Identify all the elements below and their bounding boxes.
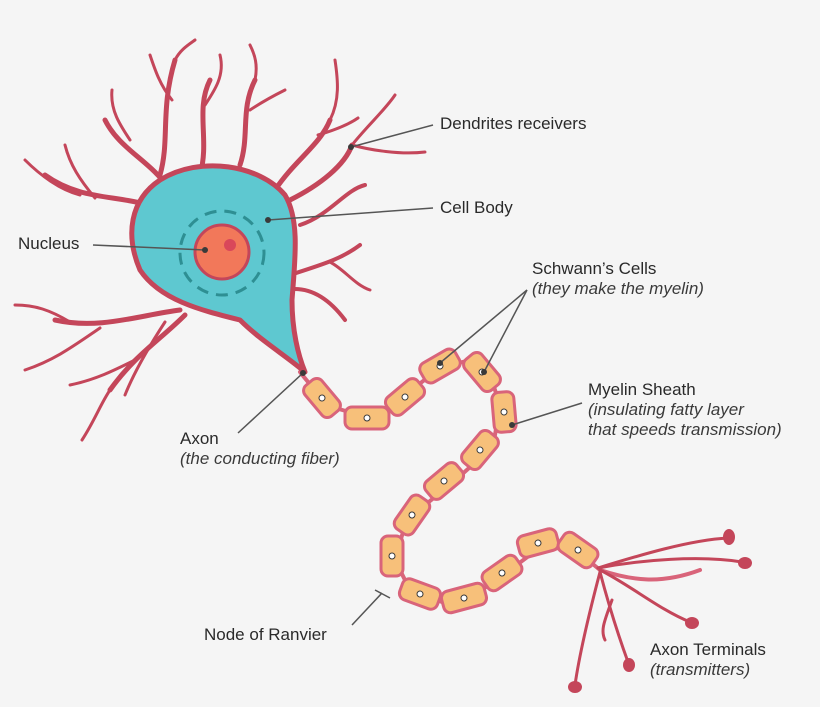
label-terminals-sub: (transmitters) [650,660,751,679]
schwann-cell [343,405,391,431]
nucleus-dashed-ring [178,209,266,297]
schwann-cell [460,428,500,472]
schwann-cell [556,530,600,570]
schwann-cell [383,377,427,417]
label-myelin-sheath: Myelin Sheath (insulating fatty layer th… [588,380,782,440]
schwann-cell [379,534,405,578]
label-myelin-title: Myelin Sheath [588,380,696,399]
schwann-cell [490,390,518,434]
schwann-cell [392,493,432,537]
nucleolus [224,239,236,251]
label-node-text: Node of Ranvier [204,625,327,644]
label-axon: Axon (the conducting fiber) [180,429,340,469]
label-myelin-sub-1: (insulating fatty layer [588,400,744,419]
label-dendrites: Dendrites receivers [440,114,586,134]
schwann-cell [422,461,466,501]
label-schwann-sub: (they make the myelin) [532,279,704,298]
axon-terminal-bulbs [568,529,752,693]
schwann-cell [302,376,342,420]
label-schwann-title: Schwann’s Cells [532,259,657,278]
schwann-cell [480,553,524,593]
label-cell-body-text: Cell Body [440,198,513,217]
myelin-sheath [302,347,600,615]
label-nucleus: Nucleus [18,234,79,254]
nucleus [193,223,251,281]
schwann-cell [397,577,443,611]
label-axon-terminals: Axon Terminals (transmitters) [650,640,766,680]
label-nucleus-text: Nucleus [18,234,80,253]
label-axon-sub: (the conducting fiber) [180,449,340,468]
schwann-cell [439,581,489,615]
label-node-of-ranvier: Node of Ranvier [204,625,327,645]
label-myelin-sub-2: that speeds transmission) [588,420,782,439]
leader-dots [202,144,515,428]
label-cell-body: Cell Body [440,198,513,218]
label-terminals-title: Axon Terminals [650,640,766,659]
schwann-cell [515,527,561,559]
leader-lines [92,124,583,626]
label-dendrites-text: Dendrites receivers [440,114,587,133]
label-axon-title: Axon [180,429,219,448]
axon-terminals [573,536,744,687]
label-schwann-cells: Schwann’s Cells (they make the myelin) [532,259,704,299]
